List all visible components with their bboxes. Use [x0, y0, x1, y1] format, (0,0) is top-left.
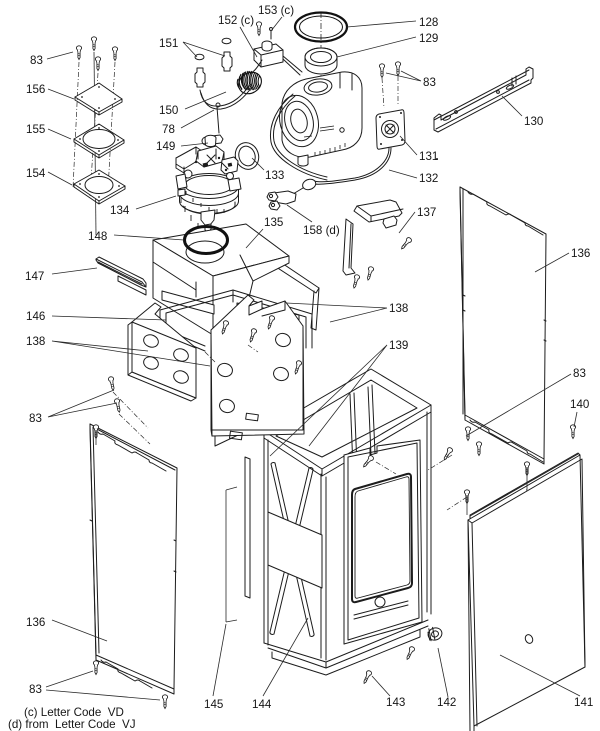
svg-text:(d) from Letter Code VJ: (d) from Letter Code VJ — [8, 718, 136, 731]
svg-text:134: 134 — [110, 204, 130, 217]
svg-text:83: 83 — [30, 54, 43, 67]
svg-text:150: 150 — [159, 104, 178, 117]
svg-text:138: 138 — [389, 302, 408, 315]
svg-text:146: 146 — [26, 310, 45, 323]
svg-text:128: 128 — [419, 16, 438, 29]
svg-text:144: 144 — [252, 698, 272, 711]
svg-text:151: 151 — [159, 37, 178, 50]
svg-text:158 (d): 158 (d) — [303, 224, 340, 237]
svg-text:129: 129 — [419, 32, 438, 45]
svg-text:131: 131 — [419, 150, 438, 163]
svg-text:148: 148 — [88, 230, 107, 243]
svg-text:130: 130 — [524, 115, 543, 128]
svg-text:141: 141 — [574, 696, 593, 709]
svg-text:140: 140 — [570, 398, 589, 411]
svg-text:83: 83 — [29, 683, 42, 696]
svg-text:147: 147 — [25, 270, 44, 283]
svg-text:136: 136 — [26, 616, 45, 629]
svg-text:132: 132 — [419, 172, 438, 185]
svg-text:(c) Letter Code VD: (c) Letter Code VD — [24, 706, 124, 719]
svg-text:136: 136 — [571, 247, 590, 260]
svg-text:137: 137 — [417, 206, 436, 219]
svg-text:83: 83 — [573, 367, 586, 380]
svg-text:139: 139 — [389, 339, 408, 352]
svg-text:154: 154 — [26, 167, 46, 180]
svg-text:138: 138 — [26, 335, 45, 348]
svg-text:149: 149 — [156, 140, 175, 153]
svg-text:155: 155 — [26, 123, 45, 136]
svg-text:152 (c): 152 (c) — [218, 14, 254, 27]
svg-text:143: 143 — [386, 696, 405, 709]
svg-text:83: 83 — [29, 412, 42, 425]
svg-text:133: 133 — [265, 169, 284, 182]
svg-text:153 (c): 153 (c) — [258, 4, 294, 17]
svg-text:156: 156 — [26, 83, 45, 96]
svg-text:145: 145 — [204, 698, 223, 711]
svg-text:83: 83 — [423, 76, 436, 89]
svg-text:142: 142 — [437, 696, 456, 709]
svg-text:135: 135 — [264, 216, 283, 229]
svg-text:78: 78 — [162, 123, 175, 136]
